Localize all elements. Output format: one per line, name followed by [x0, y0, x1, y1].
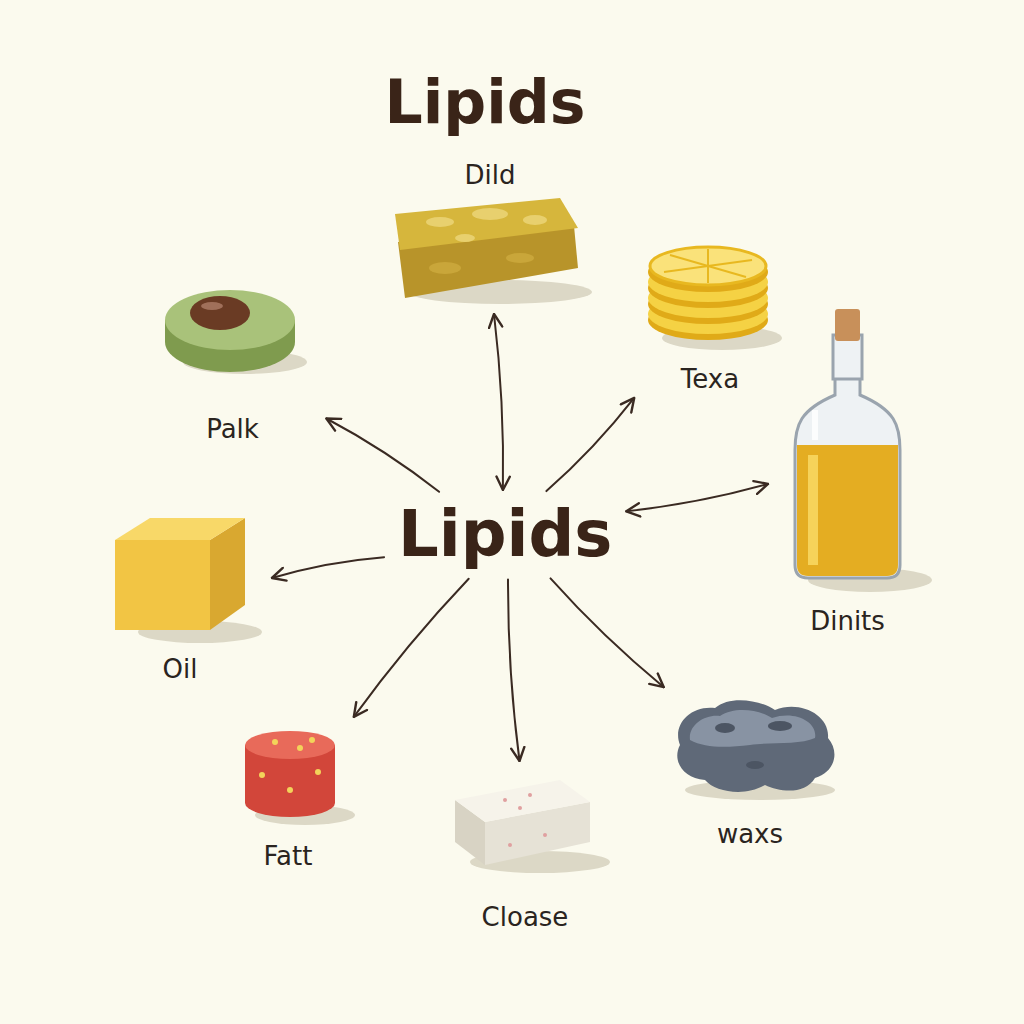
item-label: waxs — [652, 819, 848, 850]
arrow-connector — [272, 557, 384, 578]
disc-picture — [165, 290, 307, 374]
lipid-item: Dild — [377, 160, 603, 310]
cube-picture — [115, 518, 262, 643]
item-label: Dild — [377, 160, 603, 191]
item-label: Palk — [142, 414, 323, 445]
bottle-picture — [795, 309, 932, 592]
item-label: Oil — [92, 654, 268, 685]
item-label: Dinits — [772, 606, 923, 637]
lipid-item: waxs — [652, 690, 848, 850]
arrow-connector — [354, 579, 469, 717]
block-picture — [455, 780, 610, 873]
hub-node: Lipids — [388, 494, 622, 576]
stack-picture — [648, 247, 782, 350]
slab-picture — [395, 198, 592, 304]
lipid-item: Texa — [632, 240, 788, 395]
item-label: Fatt — [220, 841, 356, 872]
item-label: Cloase — [437, 902, 613, 933]
item-label: Texa — [632, 364, 788, 395]
lipid-item: Oil — [92, 505, 268, 685]
lipid-item: Cloase — [437, 765, 613, 933]
arrow-connector — [546, 398, 634, 491]
lipid-item: Fatt — [220, 720, 356, 872]
arrow-connector — [326, 419, 439, 492]
arrow-connector — [551, 578, 664, 687]
arrow-connector — [508, 580, 520, 761]
arrow-connector — [626, 484, 768, 511]
diagram-title: Lipids — [0, 68, 970, 137]
blob-picture — [677, 700, 835, 800]
lipid-item: Dinits — [772, 300, 923, 637]
hub-label: Lipids — [398, 498, 612, 572]
lipid-item: Palk — [142, 270, 323, 445]
arrow-connector — [494, 314, 503, 490]
cylinder-picture — [245, 731, 355, 825]
